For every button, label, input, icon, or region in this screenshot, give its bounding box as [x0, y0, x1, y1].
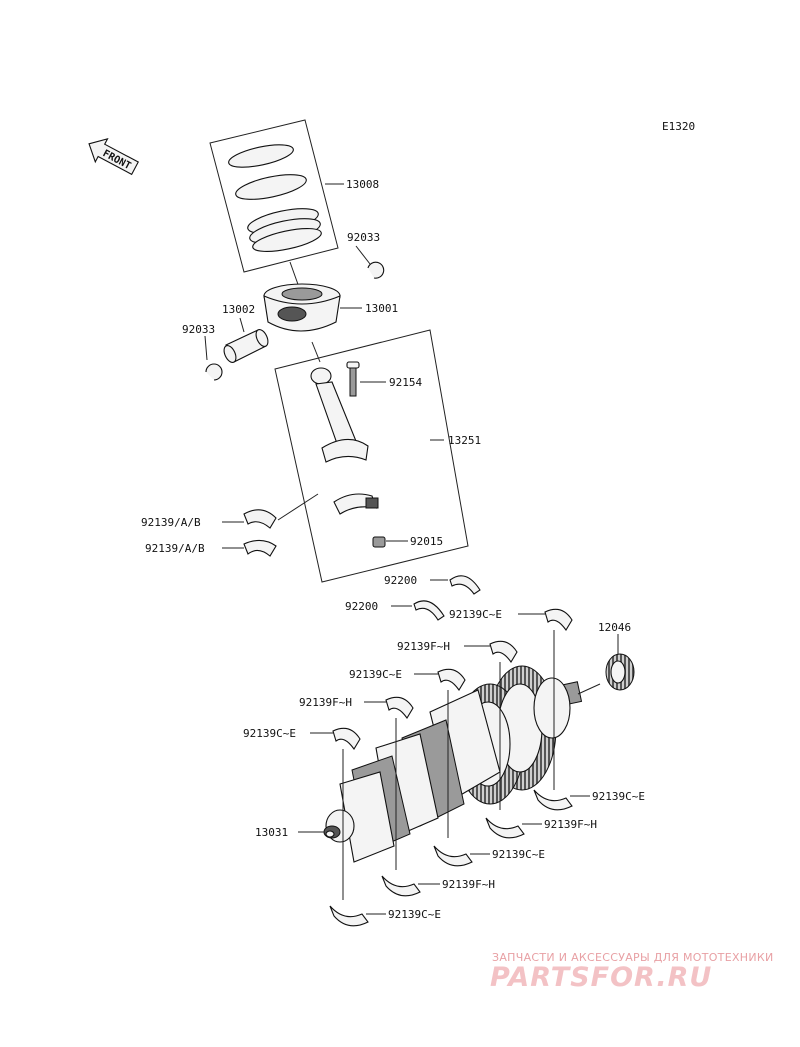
- callout-main-r3: 92139C~E: [492, 848, 545, 861]
- main-bearing-r4: [381, 875, 440, 897]
- main-bearing-r1: [533, 789, 590, 811]
- callout-13251: 13251: [448, 434, 481, 447]
- callout-main-r5: 92139C~E: [388, 908, 441, 921]
- callout-13008: 13008: [346, 178, 379, 191]
- callout-main-l2: 92139F~H: [397, 640, 450, 653]
- main-bearing-l4: [364, 696, 414, 870]
- main-bearing-l1: [518, 608, 573, 790]
- callout-13031: 13031: [255, 826, 288, 839]
- con-rod-bearing-upper: [222, 493, 319, 529]
- front-arrow-icon: FRONT: [88, 138, 139, 176]
- callout-92154: 92154: [389, 376, 422, 389]
- callout-main-r1: 92139C~E: [592, 790, 645, 803]
- callout-92015: 92015: [410, 535, 443, 548]
- callout-92033-lower: 92033: [182, 323, 215, 336]
- callout-main-l5: 92139C~E: [243, 727, 296, 740]
- diagram-code: E1320: [662, 120, 695, 133]
- callout-main-l4: 92139F~H: [299, 696, 352, 709]
- con-rod-assembly: [274, 329, 469, 583]
- callout-92033-upper: 92033: [347, 231, 380, 244]
- watermark-tagline: ЗАПЧАСТИ И АКСЕССУАРЫ ДЛЯ МОТОТЕХНИКИ: [492, 951, 774, 964]
- main-bearing-l5: [310, 727, 361, 900]
- callout-12046: 12046: [598, 621, 631, 634]
- circlip-upper: [355, 245, 385, 279]
- callout-92139ab-upper: 92139/A/B: [141, 516, 201, 529]
- callout-main-r4: 92139F~H: [442, 878, 495, 891]
- callout-main-l1: 92139C~E: [449, 608, 502, 621]
- callout-13001: 13001: [365, 302, 398, 315]
- callout-13002: 13002: [222, 303, 255, 316]
- watermark-logo: PARTSFOR.RU: [490, 962, 713, 993]
- callout-main-l3: 92139C~E: [349, 668, 402, 681]
- thrust-washer-lower: [391, 600, 445, 621]
- piston-ring-set: [209, 119, 344, 273]
- piston: [263, 261, 362, 332]
- main-bearing-r5: [329, 905, 386, 927]
- needle-bearing: [577, 634, 635, 695]
- callout-main-r2: 92139F~H: [544, 818, 597, 831]
- piston-pin: [223, 317, 269, 363]
- circlip-lower: [204, 335, 223, 381]
- main-bearing-r3: [433, 845, 490, 867]
- main-bearing-l2: [464, 640, 518, 810]
- thrust-washer-upper: [430, 575, 481, 595]
- main-bearing-r2: [485, 817, 542, 839]
- main-bearing-l3: [414, 668, 466, 838]
- callout-92200-upper: 92200: [384, 574, 417, 587]
- callout-92139ab-lower: 92139/A/B: [145, 542, 205, 555]
- con-rod-bearing-lower: [222, 539, 277, 557]
- callout-92200-lower: 92200: [345, 600, 378, 613]
